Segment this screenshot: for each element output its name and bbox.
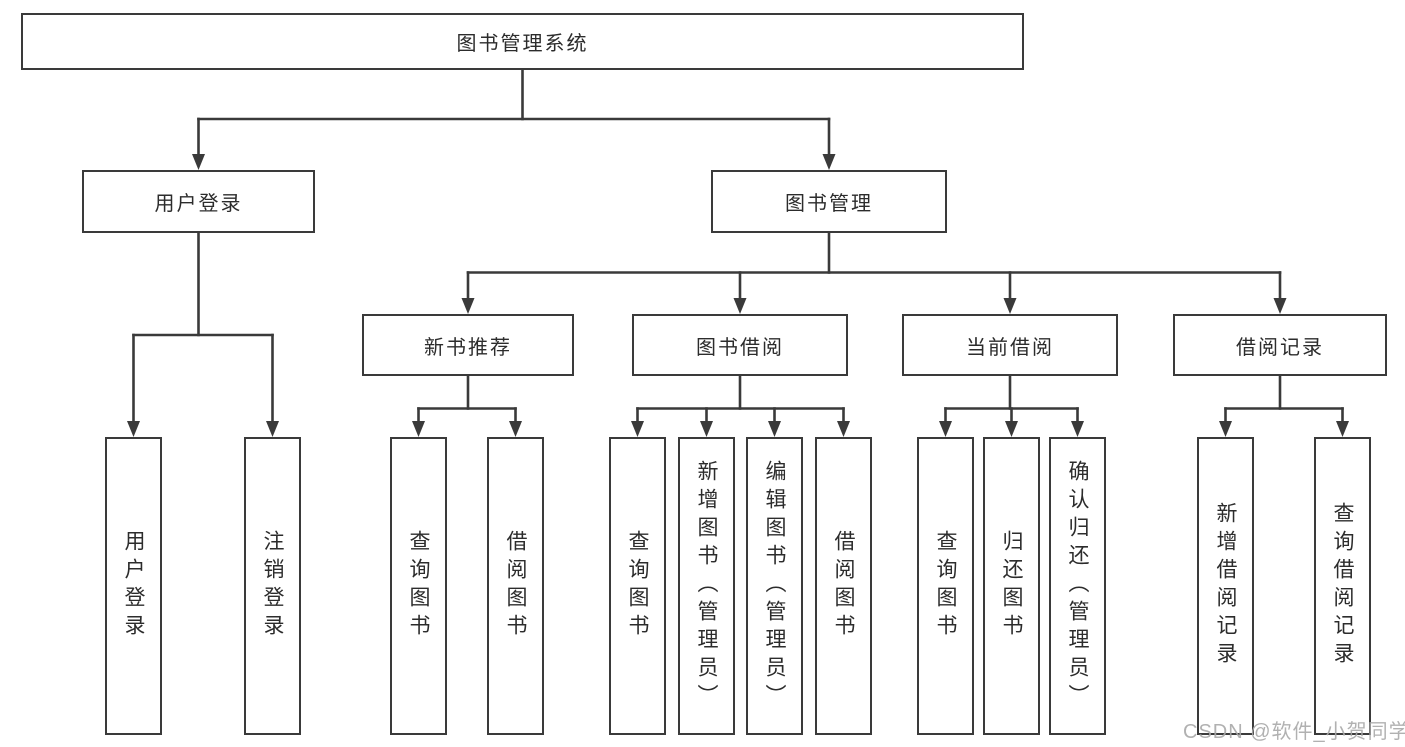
arrow-down-icon <box>1005 421 1018 437</box>
arrow-down-icon <box>127 421 140 437</box>
leaf-logout: 注销登录 <box>244 437 301 735</box>
leaf-newbook-borrow-books: 借阅图书 <box>487 437 544 735</box>
csdn-watermark: CSDN @软件_小贺同学 <box>1183 721 1405 743</box>
leaf-label: 查询借阅记录 <box>1331 502 1354 670</box>
node-borrow-record: 借阅记录 <box>1173 314 1387 376</box>
leaf-current-confirm-return-admin: 确认归还（管理员） <box>1049 437 1106 735</box>
node-book-borrow: 图书借阅 <box>632 314 848 376</box>
leaf-borrow-add-books-admin: 新增图书（管理员） <box>678 437 735 735</box>
leaf-borrow-query-books: 查询图书 <box>609 437 666 735</box>
arrow-down-icon <box>1336 421 1349 437</box>
leaf-label: 借阅图书 <box>504 530 527 642</box>
arrow-down-icon <box>461 298 475 314</box>
leaf-label: 查询图书 <box>407 530 430 642</box>
arrow-down-icon <box>733 298 747 314</box>
leaf-borrow-edit-books-admin: 编辑图书（管理员） <box>746 437 803 735</box>
arrow-down-icon <box>837 421 850 437</box>
node-current-borrow: 当前借阅 <box>902 314 1118 376</box>
arrow-down-icon <box>1003 298 1017 314</box>
arrow-down-icon <box>768 421 781 437</box>
leaf-label: 编辑图书（管理员） <box>763 460 786 712</box>
node-new-book-recommend: 新书推荐 <box>362 314 574 376</box>
leaf-current-query-books: 查询图书 <box>917 437 974 735</box>
leaf-label: 确认归还（管理员） <box>1066 460 1089 712</box>
arrow-down-icon <box>509 421 522 437</box>
leaf-label: 归还图书 <box>1000 530 1023 642</box>
leaf-user-login: 用户登录 <box>105 437 162 735</box>
leaf-label: 新增图书（管理员） <box>695 460 718 712</box>
node-user-login: 用户登录 <box>82 170 315 233</box>
arrow-down-icon <box>1219 421 1232 437</box>
leaf-label: 查询图书 <box>934 530 957 642</box>
node-book-management: 图书管理 <box>711 170 947 233</box>
leaf-label: 用户登录 <box>122 530 145 642</box>
arrow-down-icon <box>266 421 279 437</box>
arrow-down-icon <box>1071 421 1084 437</box>
arrow-down-icon <box>631 421 644 437</box>
leaf-current-return-books: 归还图书 <box>983 437 1040 735</box>
leaf-label: 注销登录 <box>261 530 284 642</box>
arrow-down-icon <box>700 421 713 437</box>
leaf-label: 新增借阅记录 <box>1214 502 1237 670</box>
arrow-down-icon <box>939 421 952 437</box>
leaf-record-add-record: 新增借阅记录 <box>1197 437 1254 735</box>
leaf-label: 借阅图书 <box>832 530 855 642</box>
leaf-label: 查询图书 <box>626 530 649 642</box>
node-root-system: 图书管理系统 <box>21 13 1024 70</box>
leaf-record-query-record: 查询借阅记录 <box>1314 437 1371 735</box>
arrow-down-icon <box>192 154 205 170</box>
arrow-down-icon <box>822 154 836 170</box>
leaf-borrow-borrow-books: 借阅图书 <box>815 437 872 735</box>
arrow-down-icon <box>1273 298 1287 314</box>
arrow-down-icon <box>412 421 425 437</box>
leaf-newbook-query-books: 查询图书 <box>390 437 447 735</box>
